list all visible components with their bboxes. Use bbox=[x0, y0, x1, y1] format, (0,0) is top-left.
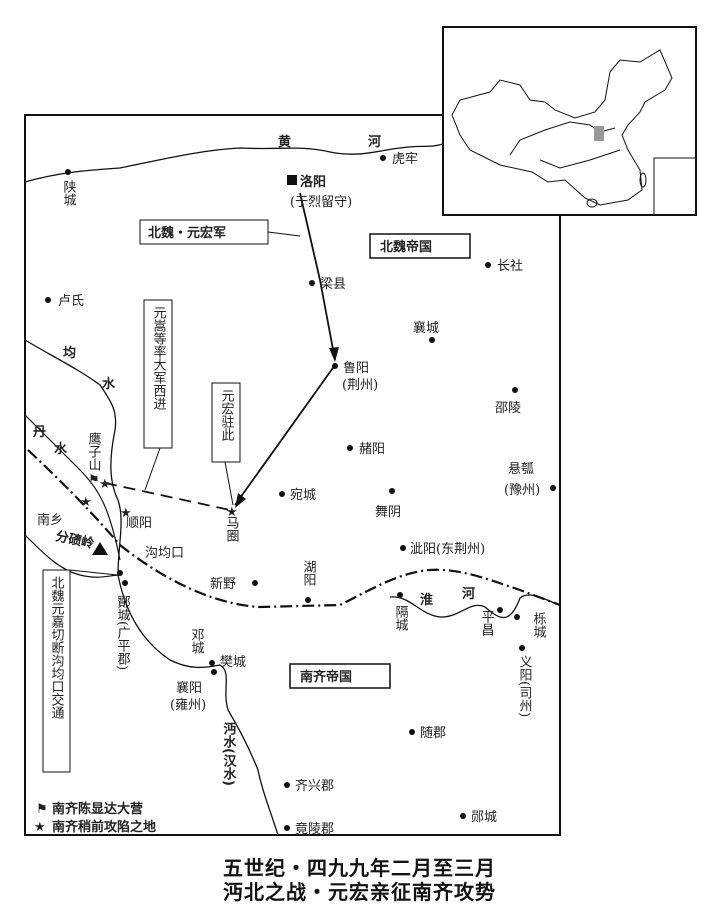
place-label: 洛阳 bbox=[300, 174, 326, 190]
yuanhong-label: 元宏驻此 bbox=[219, 389, 235, 441]
place-label: 隔城 bbox=[393, 605, 409, 632]
flag-icon: ⚑ bbox=[88, 473, 100, 488]
place-label: 随郡 bbox=[420, 726, 446, 741]
place-label: (豫州) bbox=[504, 483, 540, 498]
place-label: 鲁阳 bbox=[343, 361, 369, 376]
yuanhong-box bbox=[211, 382, 241, 463]
star-markers: ★ ★ ★ ★ bbox=[80, 477, 238, 521]
river-label: 丹 bbox=[33, 425, 46, 440]
place-label: 舞阴 bbox=[375, 505, 401, 520]
legend-label: 南齐稍前攻陷之地 bbox=[52, 819, 156, 835]
place-label: 郧城 bbox=[471, 810, 497, 825]
river-label: 淮 bbox=[419, 592, 433, 608]
place-label: (于烈留守) bbox=[290, 195, 352, 210]
region-highlight bbox=[594, 126, 604, 141]
place-label: 邵陵 bbox=[495, 401, 521, 416]
place-label: 鹰子山 bbox=[86, 431, 102, 471]
place-label: 新野 bbox=[210, 576, 236, 592]
river-label: 沔水(汉水) bbox=[221, 722, 237, 786]
river-label: 水 bbox=[102, 376, 116, 392]
dan-river bbox=[24, 414, 121, 561]
place-label: 悬瓠 bbox=[508, 462, 534, 477]
star-icon: ★ bbox=[34, 820, 46, 835]
place-label: 平昌 bbox=[479, 610, 495, 636]
place-label: 沟均口 bbox=[145, 546, 184, 561]
star-icon: ★ bbox=[80, 495, 92, 510]
caption-line-2: 沔北之战・元宏亲征南齐攻势 bbox=[223, 880, 496, 904]
place-label: 栎城 bbox=[531, 612, 547, 639]
place-label: 赭阳 bbox=[359, 442, 385, 457]
place-label: 宛城 bbox=[290, 488, 316, 503]
place-label: (荆州) bbox=[342, 377, 378, 393]
place-label: 南乡 bbox=[37, 512, 63, 528]
legend-label: 南齐陈显达大营 bbox=[52, 801, 143, 817]
star-icon: ★ bbox=[226, 505, 238, 520]
beiwei-empire-label: 北魏帝国 bbox=[380, 239, 432, 255]
place-label: (雍州) bbox=[170, 697, 206, 713]
nanqi-empire-label: 南齐帝国 bbox=[300, 669, 352, 685]
place-label: 长社 bbox=[497, 258, 523, 274]
place-label: 卢氏 bbox=[58, 293, 84, 309]
capital-square-icon bbox=[287, 175, 297, 185]
mountain-icon bbox=[92, 542, 108, 555]
place-label: 陕城 bbox=[61, 180, 77, 207]
city-dots bbox=[45, 155, 556, 831]
yellow-river bbox=[24, 143, 444, 183]
map-frame bbox=[24, 114, 561, 836]
place-label: 虎牢 bbox=[392, 152, 418, 167]
mian-river bbox=[24, 339, 279, 836]
nanqi-empire-box bbox=[289, 663, 391, 689]
border-line bbox=[27, 449, 561, 609]
place-label: 顺阳 bbox=[126, 516, 152, 531]
beiwei-army-box bbox=[139, 219, 269, 245]
place-label: 义阳(司州) bbox=[517, 655, 533, 717]
west-advance-route bbox=[104, 482, 231, 511]
place-label: 齐兴郡 bbox=[295, 778, 334, 794]
beiwei-army-label: 北魏・元宏军 bbox=[148, 225, 226, 241]
place-label: 襄城 bbox=[413, 320, 439, 336]
star-icon: ★ bbox=[99, 477, 111, 492]
place-label: 湖阳 bbox=[301, 560, 317, 586]
place-label: 酇城(广平郡) bbox=[115, 595, 131, 670]
beiwei-empire-box bbox=[369, 233, 471, 259]
star-icon: ★ bbox=[120, 506, 132, 521]
river-label: 河 bbox=[462, 586, 475, 602]
place-label: 马圈 bbox=[224, 516, 240, 543]
caption-line-1: 五世纪・四九九年二月至三月 bbox=[223, 856, 496, 880]
place-label: 邓城 bbox=[189, 628, 205, 655]
place-label: 泚阳(东荆州) bbox=[410, 541, 485, 557]
place-label: 梁县 bbox=[320, 277, 346, 292]
yuanjia-label: 北魏元嘉切断沟均口交通 bbox=[49, 576, 65, 719]
river-label: 河 bbox=[368, 134, 381, 150]
place-label: 竟陵郡 bbox=[295, 822, 334, 837]
river-label: 黄 bbox=[278, 134, 291, 150]
place-label: 分碛岭 bbox=[54, 528, 95, 552]
place-label: 襄阳 bbox=[176, 680, 202, 696]
china-inset-map bbox=[442, 26, 697, 216]
flag-icon: ⚑ bbox=[36, 802, 48, 817]
yuansong-label: 元嵩等率大军西进 bbox=[151, 306, 167, 411]
river-label: 水 bbox=[54, 441, 68, 457]
huai-river bbox=[389, 594, 561, 619]
march-arrow bbox=[299, 192, 336, 361]
yuansong-box bbox=[143, 299, 173, 449]
river-label: 均 bbox=[63, 345, 76, 361]
place-label: 樊城 bbox=[220, 655, 246, 670]
legend: ⚑ 南齐陈显达大营 ★ 南齐稍前攻陷之地 bbox=[34, 801, 156, 835]
yuanjia-box bbox=[42, 569, 71, 773]
